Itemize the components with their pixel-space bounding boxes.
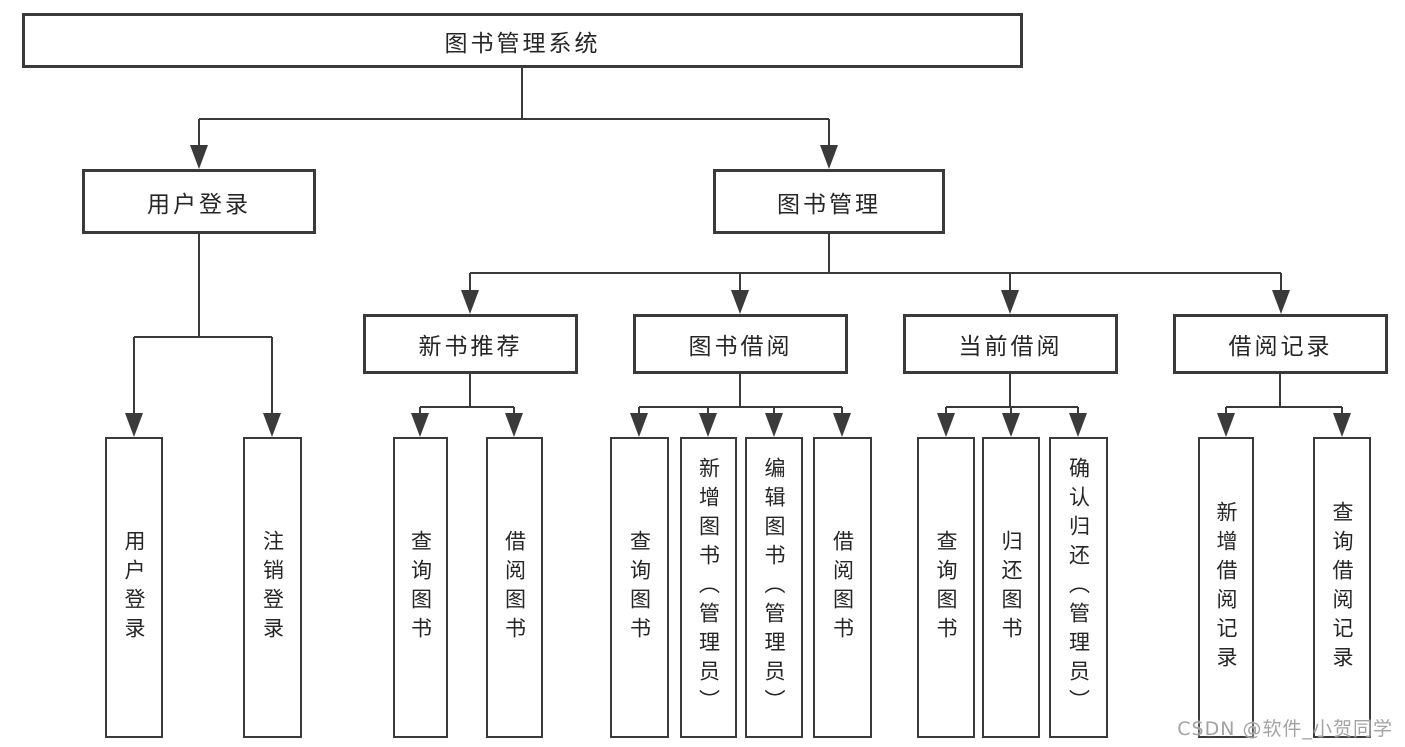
node-book-management: 图书管理: [713, 169, 945, 234]
node-book-borrowing: 图书借阅: [633, 314, 848, 374]
arrowhead: [461, 290, 479, 314]
leaf-return-books: 归还图书: [982, 437, 1040, 738]
connector-book-borrowing-to-leaves: [638, 374, 843, 434]
arrowhead: [263, 413, 281, 437]
leaf-query-borrow-record: 查询借阅记录: [1313, 437, 1371, 738]
arrowhead: [1217, 413, 1235, 437]
leaf-query-books-recommend: 查询图书: [393, 437, 448, 738]
connector-user-login-to-leaves: [133, 234, 273, 434]
arrowhead: [125, 413, 143, 437]
arrowhead: [699, 413, 717, 437]
connector-book-management-to-level3: [469, 232, 1282, 311]
arrowhead: [1001, 290, 1019, 314]
arrowhead: [820, 145, 838, 169]
leaf-query-books-current: 查询图书: [917, 437, 975, 738]
arrowhead: [190, 145, 208, 169]
node-borrowing-records: 借阅记录: [1173, 314, 1388, 374]
leaf-edit-book-admin: 编辑图书（管理员）: [745, 437, 803, 738]
arrowhead: [1069, 413, 1087, 437]
csdn-watermark: CSDN @软件_小贺同学: [1177, 718, 1393, 740]
leaf-add-borrow-record: 新增借阅记录: [1198, 437, 1254, 738]
arrowhead: [731, 290, 749, 314]
node-current-borrowing: 当前借阅: [903, 314, 1118, 374]
arrowhead: [1333, 413, 1351, 437]
arrowhead: [1002, 413, 1020, 437]
leaf-confirm-return-admin: 确认归还（管理员）: [1049, 437, 1108, 738]
leaf-user-login: 用户登录: [105, 437, 163, 738]
leaf-logout: 注销登录: [243, 437, 302, 738]
node-new-book-recommendation: 新书推荐: [363, 314, 578, 374]
node-library-management-system: 图书管理系统: [22, 13, 1023, 68]
leaf-borrow-books-borrowing: 借阅图书: [813, 437, 872, 738]
arrowhead: [1272, 290, 1290, 314]
leaf-add-book-admin: 新增图书（管理员）: [680, 437, 737, 738]
connector-root-to-level2: [198, 68, 830, 166]
arrowhead: [411, 413, 429, 437]
arrowhead: [937, 413, 955, 437]
arrowhead: [765, 413, 783, 437]
arrowheads: [125, 145, 1351, 437]
node-user-login: 用户登录: [82, 169, 316, 234]
leaf-borrow-books-recommend: 借阅图书: [486, 437, 543, 738]
connector-new-book-recommendation-to-leaves: [419, 374, 515, 434]
arrowhead: [505, 413, 523, 437]
connector-borrowing-records-to-leaves: [1225, 374, 1343, 434]
leaf-query-books-borrowing: 查询图书: [610, 437, 669, 738]
arrowhead: [833, 413, 851, 437]
arrowhead: [630, 413, 648, 437]
